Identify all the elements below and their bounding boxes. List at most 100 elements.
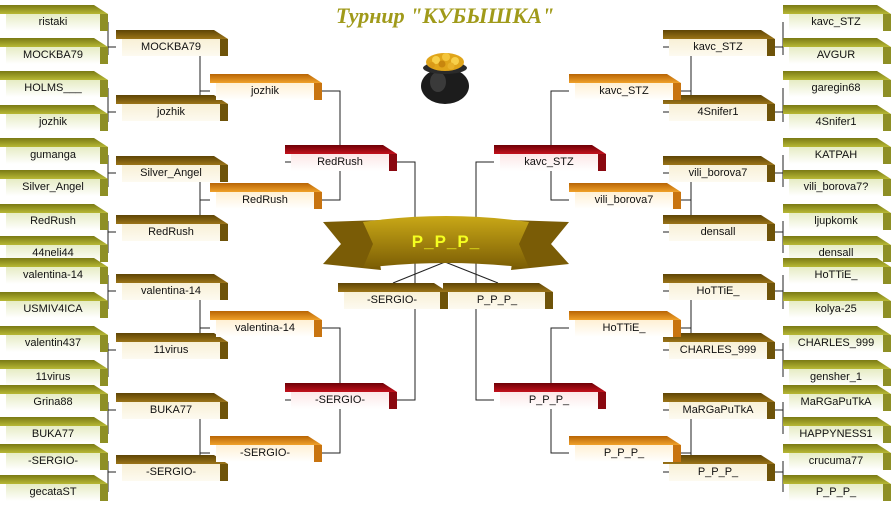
left-r3-player: jozhik: [210, 74, 322, 100]
left-r1-player-label: ristaki: [6, 14, 100, 31]
left-r1-player: ristaki: [0, 5, 108, 31]
right-r2-player: densall: [663, 215, 775, 241]
left-r1-player-label: valentina-14: [6, 267, 100, 284]
right-r3-player: kavc_STZ: [569, 74, 681, 100]
right-r2-player-label: densall: [669, 224, 767, 241]
right-r1-player: CHARLES_999: [783, 326, 891, 352]
left-r2-player-label: MOCKBA79: [122, 39, 220, 56]
right-r2-player-label: HoTTiE_: [669, 283, 767, 300]
left-r3-player-label: -SERGIO-: [216, 445, 314, 462]
right-r2-player: P_P_P_: [663, 455, 775, 481]
right-r2-player: CHARLES_999: [663, 333, 775, 359]
left-r1-player: Grina88: [0, 385, 108, 411]
left-r1-player: jozhik: [0, 105, 108, 131]
right-r1-player: HAPPYNESS1: [783, 417, 891, 443]
left-semi-player-label: RedRush: [291, 154, 389, 171]
left-r1-player: Silver_Angel: [0, 170, 108, 196]
left-r1-player: 11virus: [0, 360, 108, 386]
left-r1-player-label: valentin437: [6, 335, 100, 352]
right-r1-player-label: KATPAH: [789, 147, 883, 164]
left-r1-player: valentina-14: [0, 258, 108, 284]
right-r1-player: vili_borova7?: [783, 170, 891, 196]
left-r1-player-label: -SERGIO-: [6, 453, 100, 470]
right-r2-player-label: P_P_P_: [669, 464, 767, 481]
left-r1-player-label: MOCKBA79: [6, 47, 100, 64]
right-r1-player: AVGUR: [783, 38, 891, 64]
left-r2-player: RedRush: [116, 215, 228, 241]
left-r1-player-label: Grina88: [6, 394, 100, 411]
right-r1-player: crucuma77: [783, 444, 891, 470]
right-r1-player-label: gensher_1: [789, 369, 883, 386]
right-r2-player: kavc_STZ: [663, 30, 775, 56]
bracket-connector: [397, 161, 416, 401]
left-semi-player: -SERGIO-: [285, 383, 397, 409]
right-r1-player-label: P_P_P_: [789, 484, 883, 501]
right-r2-player: HoTTiE_: [663, 274, 775, 300]
right-r3-player: vili_borova7: [569, 183, 681, 209]
left-r3-player: valentina-14: [210, 311, 322, 337]
left-r2-player-label: valentina-14: [122, 283, 220, 300]
left-r3-player: -SERGIO-: [210, 436, 322, 462]
right-r1-player: MaRGaPuTkA: [783, 385, 891, 411]
left-r1-player: gumanga: [0, 138, 108, 164]
right-r1-player: HoTTiE_: [783, 258, 891, 284]
left-r2-player: BUKA77: [116, 393, 228, 419]
left-r1-player: valentin437: [0, 326, 108, 352]
right-r1-player: kavc_STZ: [783, 5, 891, 31]
right-r1-player-label: kavc_STZ: [789, 14, 883, 31]
winner-banner: P_P_P_: [323, 214, 569, 274]
right-r1-player-label: kolya-25: [789, 301, 883, 318]
left-r2-player: Silver_Angel: [116, 156, 228, 182]
left-r1-player: 44neli44: [0, 236, 108, 262]
right-r1-player-label: 4Snifer1: [789, 114, 883, 131]
left-r2-player: MOCKBA79: [116, 30, 228, 56]
left-r1-player-label: RedRush: [6, 213, 100, 230]
right-r2-player: vili_borova7: [663, 156, 775, 182]
left-r1-player-label: 11virus: [6, 369, 100, 386]
right-r3-player: HoTTiE_: [569, 311, 681, 337]
left-r1-player-label: BUKA77: [6, 426, 100, 443]
left-final-player: -SERGIO-: [338, 283, 448, 309]
tournament-title: Турнир "КУБЫШКА": [335, 3, 555, 28]
right-r1-player-label: HAPPYNESS1: [789, 426, 883, 443]
left-r1-player: BUKA77: [0, 417, 108, 443]
left-r2-player-label: jozhik: [122, 104, 220, 121]
left-r1-player-label: Silver_Angel: [6, 179, 100, 196]
left-r3-player-label: valentina-14: [216, 320, 314, 337]
right-r2-player-label: MaRGaPuTkA: [669, 402, 767, 419]
right-r2-player-label: 4Snifer1: [669, 104, 767, 121]
winner-name: P_P_P_: [411, 232, 481, 251]
left-semi-player-label: -SERGIO-: [291, 392, 389, 409]
ribbon-icon: [323, 216, 569, 270]
left-r1-player-label: USMIV4ICA: [6, 301, 100, 318]
left-r2-player-label: 11virus: [122, 342, 220, 359]
left-r3-player-label: RedRush: [216, 192, 314, 209]
left-r1-player: RedRush: [0, 204, 108, 230]
left-r1-player: HOLMS___: [0, 71, 108, 97]
left-r3-player-label: jozhik: [216, 83, 314, 100]
left-r1-player: -SERGIO-: [0, 444, 108, 470]
right-r1-player: densall: [783, 236, 891, 262]
right-r1-player-label: CHARLES_999: [789, 335, 883, 352]
right-r3-player: P_P_P_: [569, 436, 681, 462]
right-semi-player-label: P_P_P_: [500, 392, 598, 409]
right-r1-player-label: densall: [789, 245, 883, 262]
right-r3-player-label: kavc_STZ: [575, 83, 673, 100]
left-r1-player-label: gecataST: [6, 484, 100, 501]
left-r2-player: -SERGIO-: [116, 455, 228, 481]
left-r2-player-label: BUKA77: [122, 402, 220, 419]
left-r2-player: valentina-14: [116, 274, 228, 300]
right-r1-player-label: HoTTiE_: [789, 267, 883, 284]
right-r1-player: kolya-25: [783, 292, 891, 318]
right-r2-player: MaRGaPuTkA: [663, 393, 775, 419]
right-r1-player: KATPAH: [783, 138, 891, 164]
left-r2-player: 11virus: [116, 333, 228, 359]
right-final-player-label: P_P_P_: [449, 292, 545, 309]
right-r1-player-label: MaRGaPuTkA: [789, 394, 883, 411]
right-final-player: P_P_P_: [443, 283, 553, 309]
right-semi-player: kavc_STZ: [494, 145, 606, 171]
left-r2-player-label: RedRush: [122, 224, 220, 241]
right-r1-player: garegin68: [783, 71, 891, 97]
right-r1-player: P_P_P_: [783, 475, 891, 501]
left-r1-player-label: jozhik: [6, 114, 100, 131]
